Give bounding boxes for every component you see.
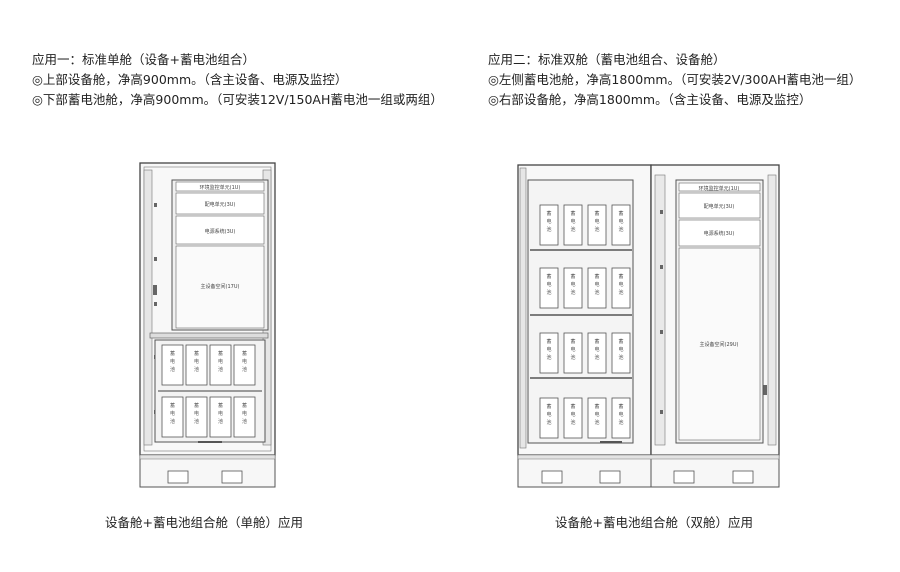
battery-cell-label: 蓄电池 [194,350,199,373]
battery-cell-label: 蓄电池 [170,402,175,425]
battery-cell-label: 蓄电池 [594,273,599,296]
battery-cell-label: 蓄电池 [618,273,623,296]
left-description: 应用一：标准单舱（设备+蓄电池组合） ◎上部设备舱，净高900mm。（含主设备、… [32,50,443,110]
double-battery-cells: 蓄电池蓄电池蓄电池蓄电池蓄电池蓄电池蓄电池蓄电池蓄电池蓄电池蓄电池蓄电池蓄电池蓄… [546,210,623,426]
battery-cell-label: 蓄电池 [594,210,599,233]
battery-cell-label: 蓄电池 [242,350,247,373]
battery-cell-label: 蓄电池 [570,210,575,233]
double-cabinet [517,164,780,488]
battery-cell-label: 蓄电池 [218,402,223,425]
battery-cell-label: 蓄电池 [618,210,623,233]
double-module-1-label: 环境监控单元(1U) [699,185,740,192]
battery-cell-label: 蓄电池 [218,350,223,373]
left-caption: 设备舱+蓄电池组合舱（单舱）应用 [105,515,303,530]
left-line-2: ◎下部蓄电池舱，净高900mm。（可安装12V/150AH蓄电池一组或两组） [32,92,443,107]
single-cabinet [139,162,276,488]
battery-cell-label: 蓄电池 [170,350,175,373]
battery-cell-label: 蓄电池 [618,403,623,426]
right-line-2: ◎右部设备舱，净高1800mm。（含主设备、电源及监控） [488,92,812,107]
single-module-2-label: 配电单元(3U) [205,201,236,208]
right-caption: 设备舱+蓄电池组合舱（双舱）应用 [555,515,753,530]
single-module-1-label: 环境监控单元(1U) [200,184,241,191]
left-heading: 应用一：标准单舱（设备+蓄电池组合） [32,52,255,67]
battery-cell-label: 蓄电池 [546,338,551,361]
right-heading: 应用二：标准双舱（蓄电池组合、设备舱） [488,52,726,67]
battery-cell-label: 蓄电池 [546,273,551,296]
double-module-4-label: 主设备空间(29U) [700,341,739,348]
right-description: 应用二：标准双舱（蓄电池组合、设备舱） ◎左侧蓄电池舱，净高1800mm。（可安… [488,50,861,110]
battery-cell-label: 蓄电池 [570,403,575,426]
double-module-2-label: 配电单元(3U) [704,203,735,210]
battery-cell-label: 蓄电池 [242,402,247,425]
battery-cell-label: 蓄电池 [546,403,551,426]
battery-cell-label: 蓄电池 [570,273,575,296]
left-line-1: ◎上部设备舱，净高900mm。（含主设备、电源及监控） [32,72,348,87]
double-module-3-label: 电源系统(3U) [704,230,735,237]
battery-cell-label: 蓄电池 [546,210,551,233]
single-module-4-label: 主设备空间(17U) [201,283,240,290]
right-line-1: ◎左侧蓄电池舱，净高1800mm。（可安装2V/300AH蓄电池一组） [488,72,862,87]
battery-cell-label: 蓄电池 [594,403,599,426]
single-module-3-label: 电源系统(3U) [205,228,236,235]
battery-cell-label: 蓄电池 [618,338,623,361]
battery-cell-label: 蓄电池 [570,338,575,361]
battery-cell-label: 蓄电池 [194,402,199,425]
battery-cell-label: 蓄电池 [594,338,599,361]
